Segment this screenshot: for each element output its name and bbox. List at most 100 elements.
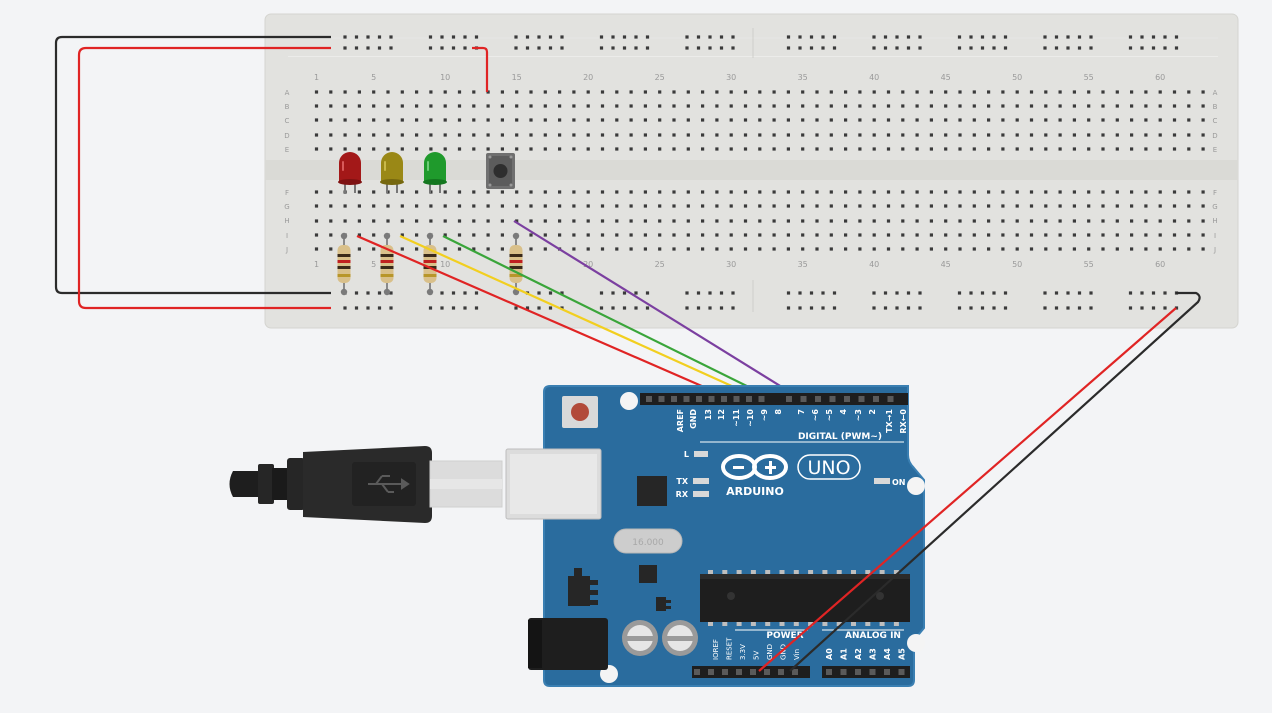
uno-badge: UNO: [797, 454, 861, 480]
yellow-led[interactable]: [380, 152, 404, 193]
wire-red-pin11[interactable]: [356, 234, 728, 399]
digital-pin-label: 2: [868, 409, 877, 415]
analog-pin-label: A3: [869, 648, 878, 660]
digital-pin-label: 12: [717, 409, 726, 420]
row-letter: G: [284, 203, 289, 211]
row-letter: D: [284, 132, 289, 140]
digital-pin-label: 4: [839, 409, 848, 415]
power-jack[interactable]: [528, 618, 608, 670]
column-number: 50: [1012, 260, 1022, 269]
analog-pin-label: A1: [840, 648, 849, 660]
digital-pin-label: 13: [704, 409, 713, 420]
reset-button[interactable]: [562, 396, 598, 428]
column-number: 30: [726, 73, 736, 82]
row-letter: F: [1213, 189, 1217, 197]
row-letter: I: [286, 232, 288, 240]
digital-pin-label: ~11: [732, 409, 741, 427]
row-letter: H: [1212, 217, 1217, 225]
resistor[interactable]: [380, 232, 394, 296]
digital-pin-label: GND: [689, 409, 698, 429]
column-number: 40: [869, 73, 879, 82]
digital-pin-label: TX→1: [885, 409, 894, 433]
digital-header[interactable]: [640, 393, 908, 405]
on-led-label: ON: [892, 478, 906, 487]
arduino-uno-board[interactable]: 16.000 L TX RX ON: [505, 385, 925, 687]
wires[interactable]: [54, 35, 799, 399]
resistor[interactable]: [423, 232, 437, 296]
power-pin-label: 5V: [753, 651, 761, 660]
row-letter: A: [285, 89, 290, 97]
power-pin-label: GND: [780, 644, 788, 660]
rx-led-label: RX: [676, 490, 689, 499]
column-number: 20: [583, 73, 593, 82]
digital-pin-label: ~5: [825, 409, 834, 422]
analog-in-label: ANALOG IN: [845, 631, 901, 641]
column-number: 35: [798, 260, 808, 269]
column-number: 35: [798, 73, 808, 82]
wire-black-arduino-gnd[interactable]: [789, 291, 1201, 672]
analog-pin-label: A4: [883, 648, 892, 660]
arduino-infinity-logo: [721, 454, 788, 480]
resistors[interactable]: [337, 232, 523, 296]
row-letter: H: [284, 217, 289, 225]
analog-pin-label: A0: [825, 648, 834, 660]
column-number: 45: [941, 73, 951, 82]
analog-header[interactable]: [822, 666, 910, 678]
l-led-label: L: [684, 450, 689, 459]
row-letter: J: [1213, 246, 1216, 254]
power-pin-label: GND: [766, 644, 774, 660]
breadboard-labels: 1155101015152020252530303535404045455050…: [284, 73, 1217, 269]
usb-icon: [368, 475, 410, 493]
resistor[interactable]: [509, 232, 523, 296]
row-letter: E: [285, 146, 289, 154]
column-number: 10: [440, 73, 450, 82]
arduino-brand: ARDUINO: [726, 485, 784, 498]
column-number: 55: [1084, 260, 1094, 269]
digital-pin-label: AREF: [676, 409, 685, 432]
tx-led-label: TX: [676, 477, 688, 486]
column-number: 55: [1084, 73, 1094, 82]
column-number: 5: [371, 73, 376, 82]
red-led[interactable]: [338, 152, 362, 193]
wire-green-pin9[interactable]: [442, 235, 770, 398]
column-number: 40: [869, 260, 879, 269]
column-number: 25: [655, 260, 665, 269]
row-letter: B: [1213, 103, 1218, 111]
row-letter: J: [285, 246, 288, 254]
pushbutton[interactable]: [486, 153, 515, 189]
digital-pin-label: ~3: [854, 409, 863, 421]
green-led[interactable]: [423, 152, 447, 193]
svg-text:16.000: 16.000: [632, 538, 664, 548]
column-number: 5: [371, 260, 376, 269]
power-pin-label: Vin: [793, 649, 801, 660]
analog-pin-label: A5: [898, 648, 907, 660]
column-number: 60: [1155, 260, 1165, 269]
column-number: 1: [314, 73, 319, 82]
power-pin-label: IOREF: [712, 639, 720, 660]
row-letter: C: [1213, 117, 1218, 125]
wire-red-5v-rail[interactable]: [77, 46, 331, 310]
column-number: 25: [655, 73, 665, 82]
column-number: 1: [314, 260, 319, 269]
column-number: 15: [512, 73, 522, 82]
digital-pwm-label: DIGITAL (PWM~): [798, 432, 882, 442]
column-number: 50: [1012, 73, 1022, 82]
wire-red-arduino-5v[interactable]: [758, 307, 1177, 672]
breadboard[interactable]: 1155101015152020252530303535404045455050…: [264, 13, 1239, 329]
row-letter: E: [1213, 146, 1217, 154]
wire-red-button-power[interactable]: [472, 46, 489, 92]
resistor[interactable]: [337, 232, 351, 296]
wire-yellow-pin10[interactable]: [399, 234, 757, 399]
digital-pin-label: 8: [774, 409, 783, 415]
column-number: 30: [726, 260, 736, 269]
wire-black-gnd-rail[interactable]: [54, 35, 331, 295]
wire-purple-pin7[interactable]: [513, 220, 799, 398]
usb-cable[interactable]: [229, 446, 503, 523]
digital-pin-label: 7: [797, 409, 806, 415]
digital-pin-label: ~10: [746, 409, 755, 427]
